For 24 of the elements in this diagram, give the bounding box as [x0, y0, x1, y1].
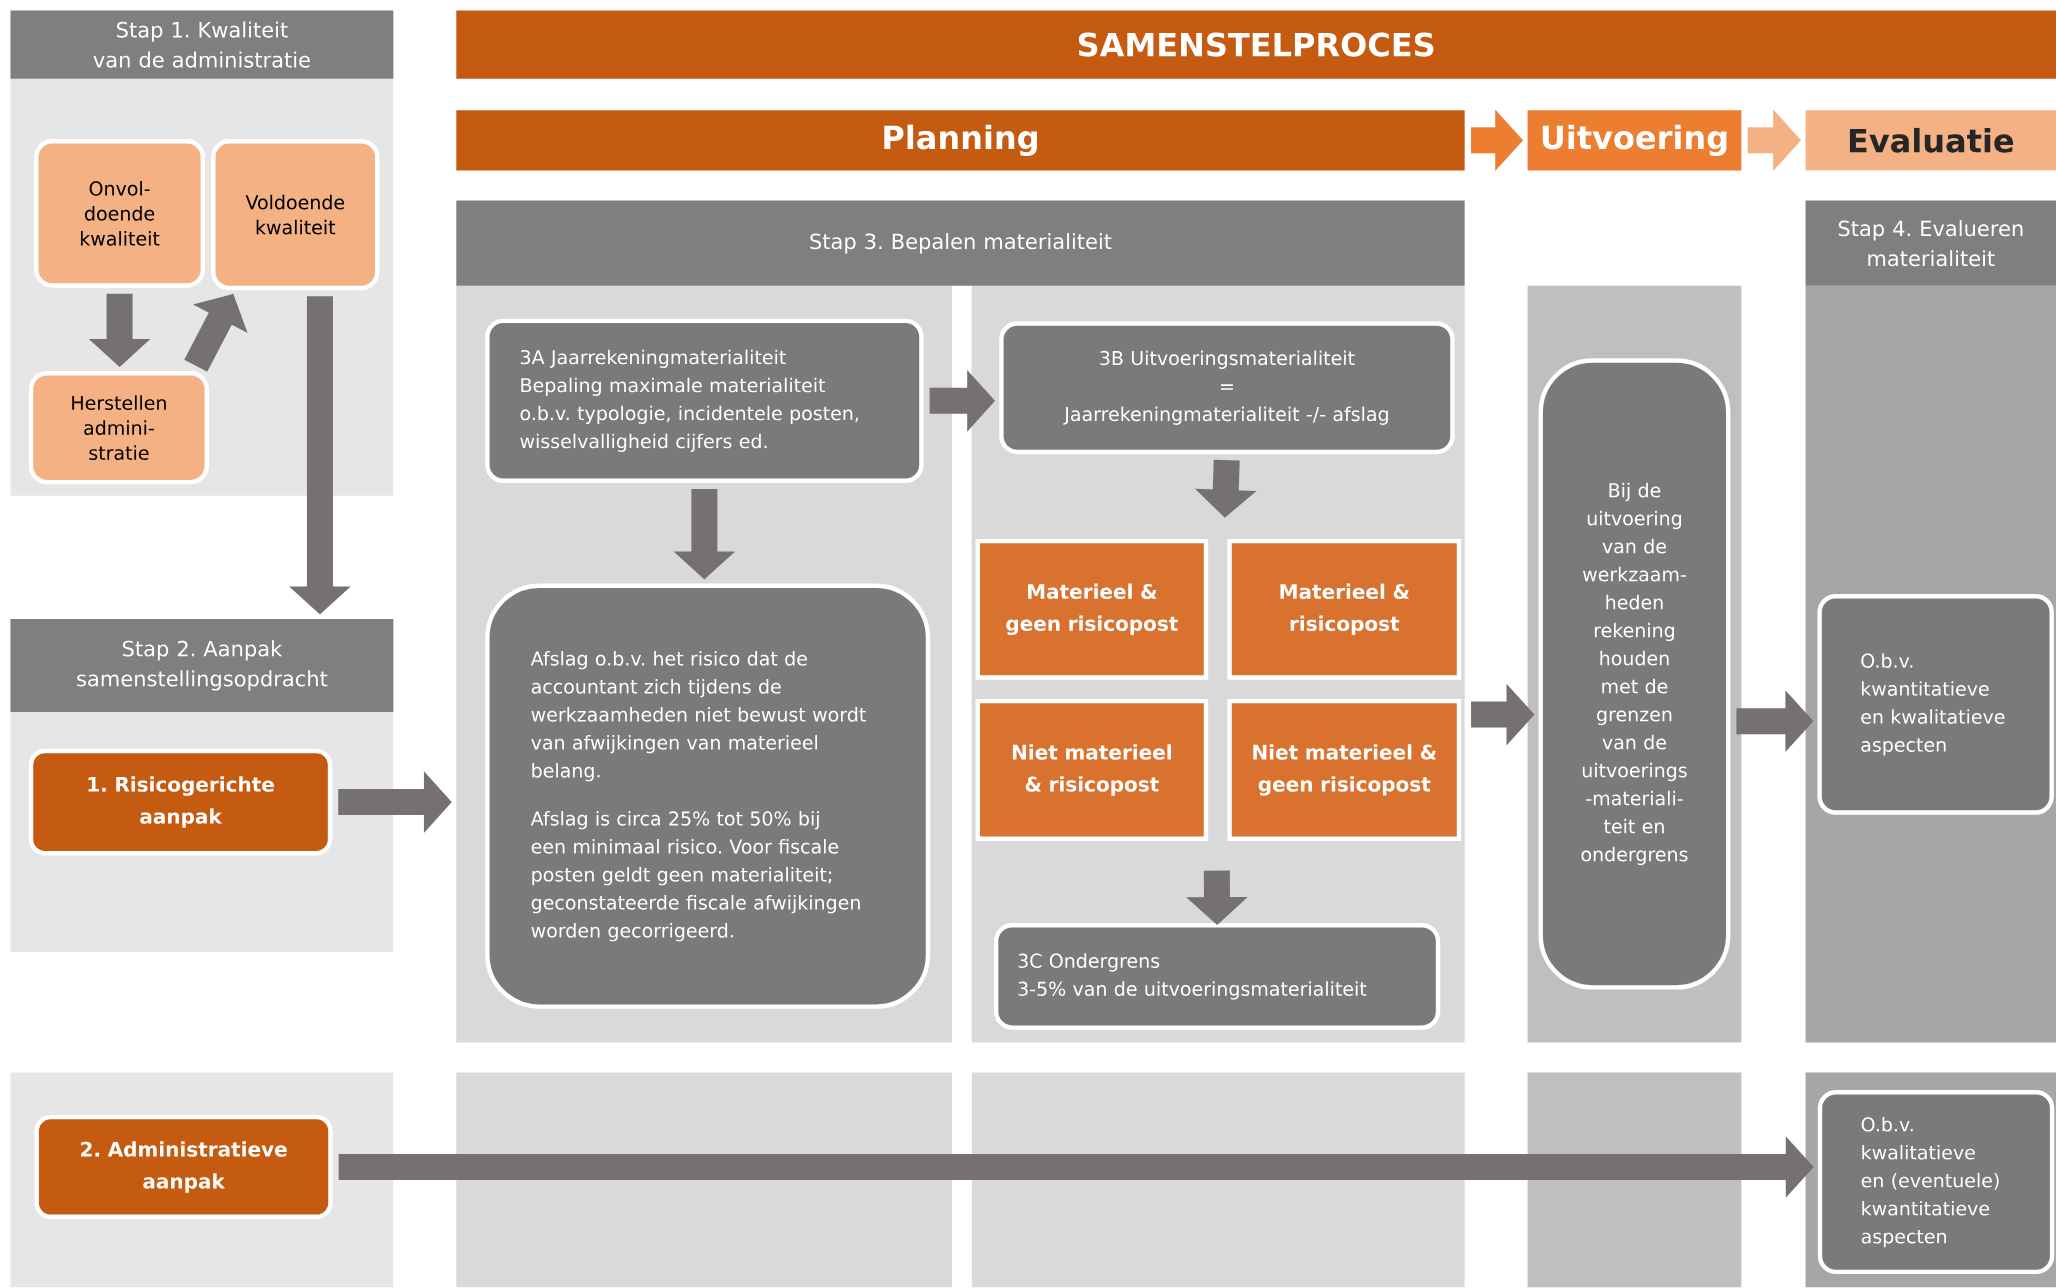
text-box: 3C Ondergrens 3-5% van de uitvoeringsmaterialiteit — [993, 923, 1441, 1030]
text-box: O.b.v. kwantitatieve en kwalitatieve aspecten — [1817, 594, 2054, 815]
node-label: Stap 4. Evalueren materialiteit — [1838, 220, 2023, 267]
category-box: Materieel & geen risicopost — [975, 539, 1209, 680]
step-box: Herstellen admini- stratie — [28, 371, 209, 485]
text-box: 3B Uitvoeringsmaterialiteit = Jaarrekeningmaterialiteit -/- afslag — [999, 321, 1455, 455]
text-box: Bij de uitvoering van de werkzaam- heden rekening houden met de grenzen van de uitvoerings -materiali- teit en ondergrens — [1538, 358, 1731, 990]
text-box: Afslag o.b.v. het risico dat de accountant zich tijdens de werkzaamheden niet bewust wordt van afwijkingen van materieel belang. Afslag is circa 25% tot 50% bij een minimaal risico. Voor fiscale posten geldt geen materialiteit; geconstateerde fiscale afwijkingen worden gecorrigeerd. — [485, 583, 931, 1010]
band: Uitvoering — [1527, 110, 1742, 171]
step-box: Onvol- doende kwaliteit — [34, 139, 205, 288]
category-box: Niet materieel & risicopost — [975, 699, 1209, 842]
text-box: 3A Jaarrekeningmaterialiteit Bepaling maximale materialiteit o.b.v. typologie, incidentele posten, wisselvalligheid cijfers ed. — [485, 318, 924, 484]
approach-box: 2. Administratieve aanpak — [34, 1115, 333, 1220]
category-box: Materieel & risicopost — [1227, 539, 1462, 680]
category-box: Niet materieel & geen risicopost — [1227, 699, 1462, 842]
band: Planning — [456, 110, 1465, 171]
approach-box: 1. Risicogerichte aanpak — [28, 748, 333, 856]
step-box: Voldoende kwaliteit — [211, 139, 380, 291]
band: Evaluatie — [1805, 110, 2056, 171]
text-box: O.b.v. kwalitatieve en (eventuele) kwantitatieve aspecten — [1817, 1090, 2055, 1275]
node-label: Stap 1. Kwaliteit van de administratie — [93, 21, 310, 68]
node-label: Stap 2. Aanpak samenstellingsopdracht — [77, 640, 328, 691]
node-label: Stap 3. Bepalen materialiteit — [810, 233, 1112, 254]
band: SAMENSTELPROCES — [456, 10, 2056, 79]
